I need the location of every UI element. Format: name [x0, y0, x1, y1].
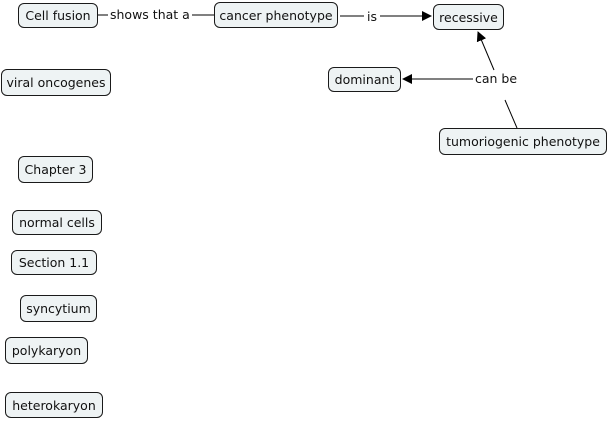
concept-node-cancer-phenotype[interactable]: cancer phenotype [214, 2, 338, 28]
concept-node-section-1-1[interactable]: Section 1.1 [11, 250, 97, 275]
link-label-is: is [365, 9, 379, 25]
link-label-can-be: can be [473, 71, 520, 87]
concept-node-tumoriogenic-phenotype[interactable]: tumoriogenic phenotype [439, 128, 607, 155]
concept-node-cell-fusion[interactable]: Cell fusion [18, 3, 98, 28]
concept-node-dominant[interactable]: dominant [328, 67, 401, 92]
concept-node-polykaryon[interactable]: polykaryon [5, 337, 88, 364]
arrow-can-be-to-recessive [476, 31, 495, 71]
concept-node-normal-cells[interactable]: normal cells [12, 210, 102, 235]
concept-node-viral-oncogenes[interactable]: viral oncogenes [1, 69, 111, 96]
concept-node-recessive[interactable]: recessive [433, 4, 504, 30]
connector-tumoriogenic-to-can-be [504, 99, 518, 129]
link-label-shows-that-a: shows that a [108, 7, 192, 23]
concept-node-chapter-3[interactable]: Chapter 3 [18, 156, 93, 183]
concept-node-syncytium[interactable]: syncytium [20, 295, 97, 322]
concept-node-heterokaryon[interactable]: heterokaryon [5, 392, 103, 418]
